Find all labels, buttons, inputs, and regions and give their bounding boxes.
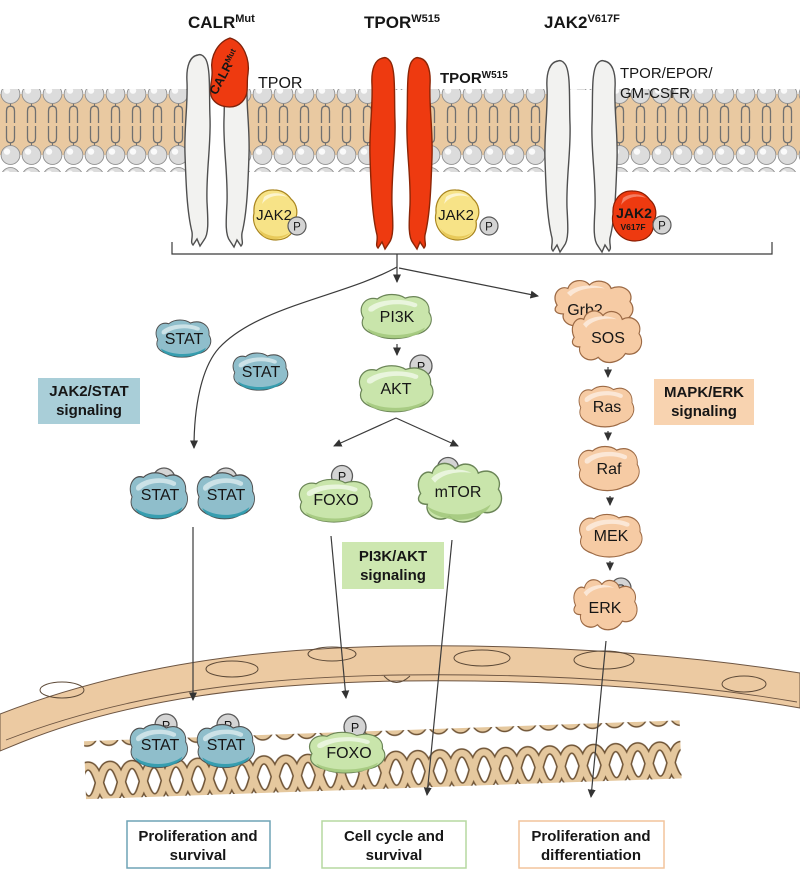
- receptor-names-line1: TPOR/EPOR/: [620, 65, 713, 82]
- foxo-nucleus: P FOXO: [308, 715, 386, 774]
- arrow-to-grb2: [398, 267, 539, 299]
- mtor-blob: P mTOR: [417, 456, 503, 523]
- outcome-2-line1: Cell cycle and: [344, 828, 444, 845]
- phospho-label: P: [338, 470, 346, 484]
- outcome-box-cellcycle-survival: Cell cycle and survival: [321, 820, 467, 869]
- stat-label: STAT: [165, 331, 204, 348]
- jak2-label: JAK2: [256, 207, 292, 224]
- stat-label: STAT: [141, 487, 180, 504]
- stat-blob-free-1: STAT: [155, 319, 212, 358]
- receptor-chain-left: [544, 59, 571, 253]
- outcome-1-line1: Proliferation and: [138, 828, 257, 845]
- tpor-w515-title: TPORW515: [364, 13, 440, 32]
- ras-blob: Ras: [578, 385, 635, 428]
- curved-arrow-to-stat-dimer: [190, 266, 398, 449]
- stat-label: STAT: [207, 737, 246, 754]
- tpor-w515-side-label: TPORW515: [440, 70, 508, 87]
- tpor-label: TPOR: [258, 75, 302, 92]
- phospho-badge: P: [652, 215, 672, 235]
- tpor-w515-chain-right: [406, 56, 433, 250]
- jak2-kinase-blob: JAK2: [434, 189, 480, 241]
- mapk-erk-signaling-badge: [654, 379, 754, 425]
- foxo-label: FOXO: [326, 745, 371, 762]
- outcome-1-line2: survival: [170, 847, 227, 864]
- phospho-label: P: [658, 221, 666, 233]
- pi3k-akt-label-line2: signaling: [360, 567, 426, 584]
- outcome-2-line2: survival: [366, 847, 423, 864]
- sos-blob: SOS: [571, 310, 643, 364]
- phospho-label: P: [485, 222, 493, 234]
- tpor-chain-left: [184, 53, 211, 247]
- calr-mut-title: CALRMut: [188, 13, 255, 32]
- phospho-label: P: [351, 721, 359, 735]
- stat-dimer-nucleus: P P STAT STAT: [129, 713, 256, 769]
- akt-label: AKT: [380, 381, 411, 398]
- pi3k-blob: PI3K: [360, 293, 432, 340]
- jak2-stat-signaling-badge: [38, 378, 140, 424]
- raf-blob: Raf: [577, 445, 640, 492]
- jak2-label: JAK2: [616, 205, 652, 221]
- arrow-akt-foxo: [333, 417, 397, 447]
- foxo-label: FOXO: [313, 492, 358, 509]
- jak2-v617f-title: JAK2V617F: [544, 13, 620, 32]
- mapk-erk-label-line2: signaling: [671, 403, 737, 420]
- sos-label: SOS: [591, 330, 625, 347]
- pi3k-akt-signaling-badge: [342, 542, 444, 589]
- stat-blob-free-2: STAT: [232, 352, 289, 391]
- raf-label: Raf: [597, 461, 622, 478]
- phospho-label: P: [162, 719, 170, 733]
- stat-dimer-cytoplasm: P P STAT STAT: [129, 467, 256, 520]
- foxo-blob: P FOXO: [298, 464, 373, 523]
- receptor-complex-tpor-w515: JAK2 P TPORW515 TPORW515: [364, 13, 508, 250]
- arrow-akt-mtor: [395, 417, 459, 447]
- receptor-complex-calr-mut: CALRMut JAK2 P CALRMut TPOR: [184, 13, 307, 248]
- pi3k-label: PI3K: [380, 309, 415, 326]
- v617f-label: V617F: [620, 222, 645, 232]
- jak2-stat-label-line2: signaling: [56, 402, 122, 419]
- arrow-erk-to-outcome: [587, 640, 607, 798]
- outcome-box-proliferation-survival: Proliferation and survival: [126, 820, 271, 869]
- outcome-3-line1: Proliferation and: [531, 828, 650, 845]
- mapk-erk-pathway: Grb2 SOS MAPK/ERK signaling Ras Raf MEK: [554, 279, 754, 631]
- phospho-badge: P: [287, 216, 307, 236]
- stat-label: STAT: [141, 737, 180, 754]
- arrow-mtor-to-outcome: [423, 539, 453, 796]
- tpor-w515-chain-left: [369, 56, 396, 250]
- ras-label: Ras: [593, 399, 621, 416]
- jak2-label: JAK2: [438, 207, 474, 224]
- nuclear-envelope: [0, 645, 800, 752]
- nuclear-pores: [39, 646, 767, 699]
- erk-blob: P ERK: [573, 577, 638, 631]
- jak2-stat-label-line1: JAK2/STAT: [49, 383, 128, 400]
- akt-blob: P AKT: [358, 354, 434, 413]
- mtor-label: mTOR: [435, 484, 482, 501]
- outcome-box-proliferation-differentiation: Proliferation and differentiation: [518, 820, 665, 869]
- pi3k-akt-label-line1: PI3K/AKT: [359, 548, 427, 565]
- jak2-v617f-kinase-blob: JAK2 V617F: [611, 190, 657, 242]
- pi3k-akt-pathway: PI3K P AKT P FOXO: [298, 293, 503, 589]
- stat-label: STAT: [207, 487, 246, 504]
- mapk-erk-label-line1: MAPK/ERK: [664, 384, 744, 401]
- phospho-badge: P: [479, 216, 499, 236]
- erk-label: ERK: [589, 600, 622, 617]
- jak2-kinase-blob: JAK2: [252, 189, 298, 241]
- mek-label: MEK: [594, 528, 629, 545]
- phospho-label: P: [293, 222, 301, 234]
- jak2-stat-pathway: STAT STAT JAK2/STAT signaling P P: [38, 319, 289, 520]
- signal-bracket: [171, 242, 773, 267]
- mek-blob: MEK: [578, 513, 643, 558]
- receptor-names-line2: GM-CSFR: [620, 85, 690, 102]
- phospho-label: P: [417, 360, 425, 374]
- outcome-3-line2: differentiation: [541, 847, 641, 864]
- receptor-complex-jak2-v617f: JAK2 V617F P JAK2V617F TPOR/EPOR/ GM-CSF…: [544, 13, 713, 253]
- stat-label: STAT: [242, 364, 281, 381]
- arrow-foxo-to-nucleus: [330, 535, 350, 699]
